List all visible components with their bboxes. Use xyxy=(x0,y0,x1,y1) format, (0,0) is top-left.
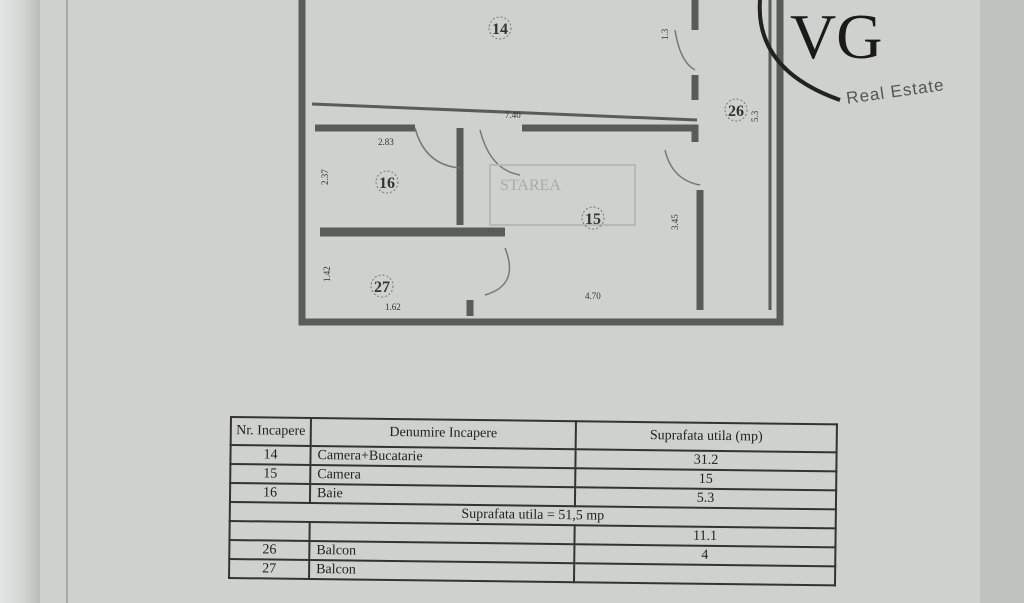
dimension-label: 1.62 xyxy=(385,302,401,312)
watermark-box xyxy=(489,164,636,226)
document-page xyxy=(40,0,980,603)
dimension-label: 7.40 xyxy=(505,110,521,120)
dimension-label: 2.37 xyxy=(320,169,330,185)
header-nr: Nr. Incapere xyxy=(230,417,311,446)
dimension-label: 1.3 xyxy=(660,28,670,40)
door-arc xyxy=(664,149,701,186)
watermark-text: STAREA xyxy=(500,177,561,194)
room-area-table: Nr. Incapere Denumire Incapere Suprafata… xyxy=(228,416,838,586)
header-area: Suprafata utila (mp) xyxy=(575,421,837,453)
dimension-label: 1.42 xyxy=(322,266,332,282)
cell-nr: 26 xyxy=(229,540,310,560)
cell-nr: 15 xyxy=(230,464,311,484)
dimension-label: 5.3 xyxy=(750,110,760,122)
wall-partitions xyxy=(466,0,704,316)
header-name: Denumire Incapere xyxy=(310,417,576,450)
wall-corridor xyxy=(315,124,699,225)
room-label-26: 26 xyxy=(728,103,744,120)
room-label-27: 27 xyxy=(374,279,390,296)
cell-nr: 16 xyxy=(229,483,311,503)
door-arc xyxy=(414,127,461,169)
right-page-edge xyxy=(980,0,1024,603)
cell-name: Balcon xyxy=(309,559,575,583)
dimension-label: 4.70 xyxy=(585,291,601,301)
cell-nr: 27 xyxy=(229,559,310,579)
left-page-edge xyxy=(0,0,40,603)
room-label-14: 14 xyxy=(492,21,508,38)
dimension-line-7-40 xyxy=(311,102,698,122)
logo-mark: VG xyxy=(757,0,882,102)
door-arc xyxy=(484,247,511,296)
logo-monogram: VG xyxy=(790,1,882,72)
door-arc xyxy=(674,29,696,71)
cell-nr xyxy=(229,521,310,541)
cell-area xyxy=(573,563,836,586)
cell-nr: 14 xyxy=(230,445,311,465)
page-fold xyxy=(66,0,68,603)
dimension-label: 2.83 xyxy=(378,137,394,147)
door-arc xyxy=(479,129,521,176)
room-label-15: 15 xyxy=(585,211,601,228)
dimension-label: 3.45 xyxy=(670,214,680,230)
outer-wall xyxy=(298,0,784,326)
room-label-16: 16 xyxy=(379,175,395,192)
